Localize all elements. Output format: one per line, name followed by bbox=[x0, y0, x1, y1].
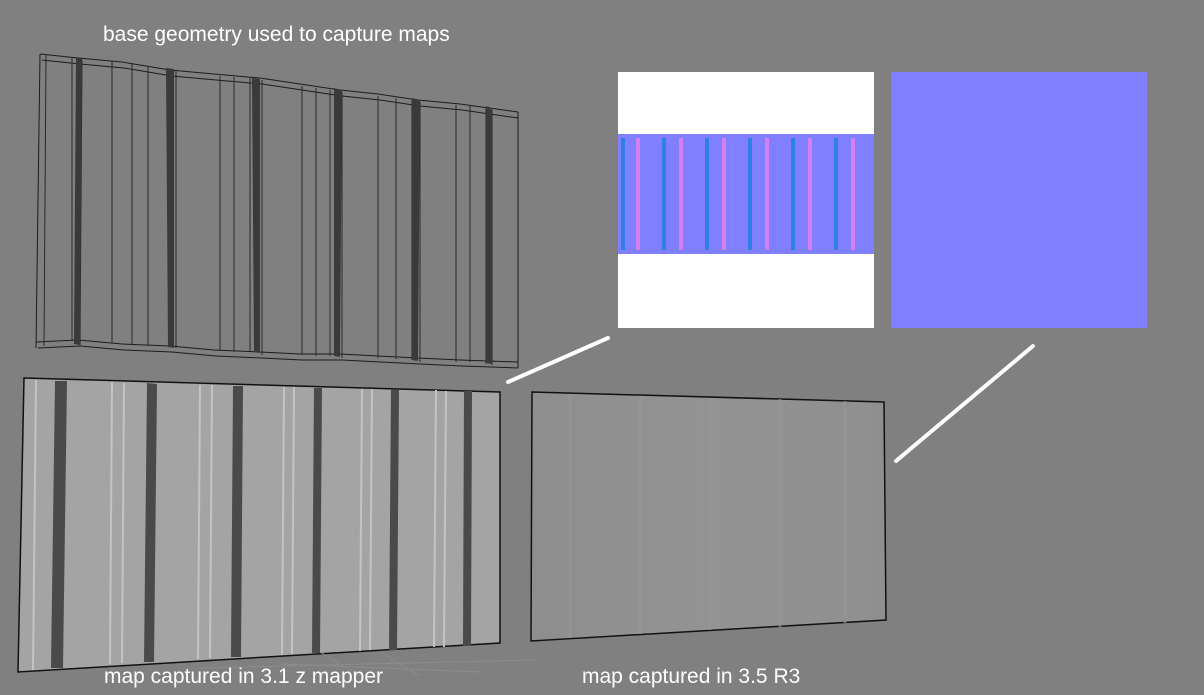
connector-lines bbox=[506, 336, 1035, 463]
connector-left bbox=[506, 336, 610, 384]
map-3-5-panel bbox=[530, 391, 887, 642]
normal-map-3-5 bbox=[891, 72, 1147, 328]
base-geometry-wireframe bbox=[35, 53, 519, 369]
base-geometry-label: base geometry used to capture maps bbox=[103, 23, 450, 46]
map-3-5-label: map captured in 3.5 R3 bbox=[582, 665, 801, 688]
map-3-1-panel bbox=[17, 377, 536, 677]
map-3-1-label: map captured in 3.1 z mapper bbox=[104, 665, 383, 688]
connector-right bbox=[894, 344, 1035, 463]
normal-map-3-1 bbox=[618, 72, 874, 328]
